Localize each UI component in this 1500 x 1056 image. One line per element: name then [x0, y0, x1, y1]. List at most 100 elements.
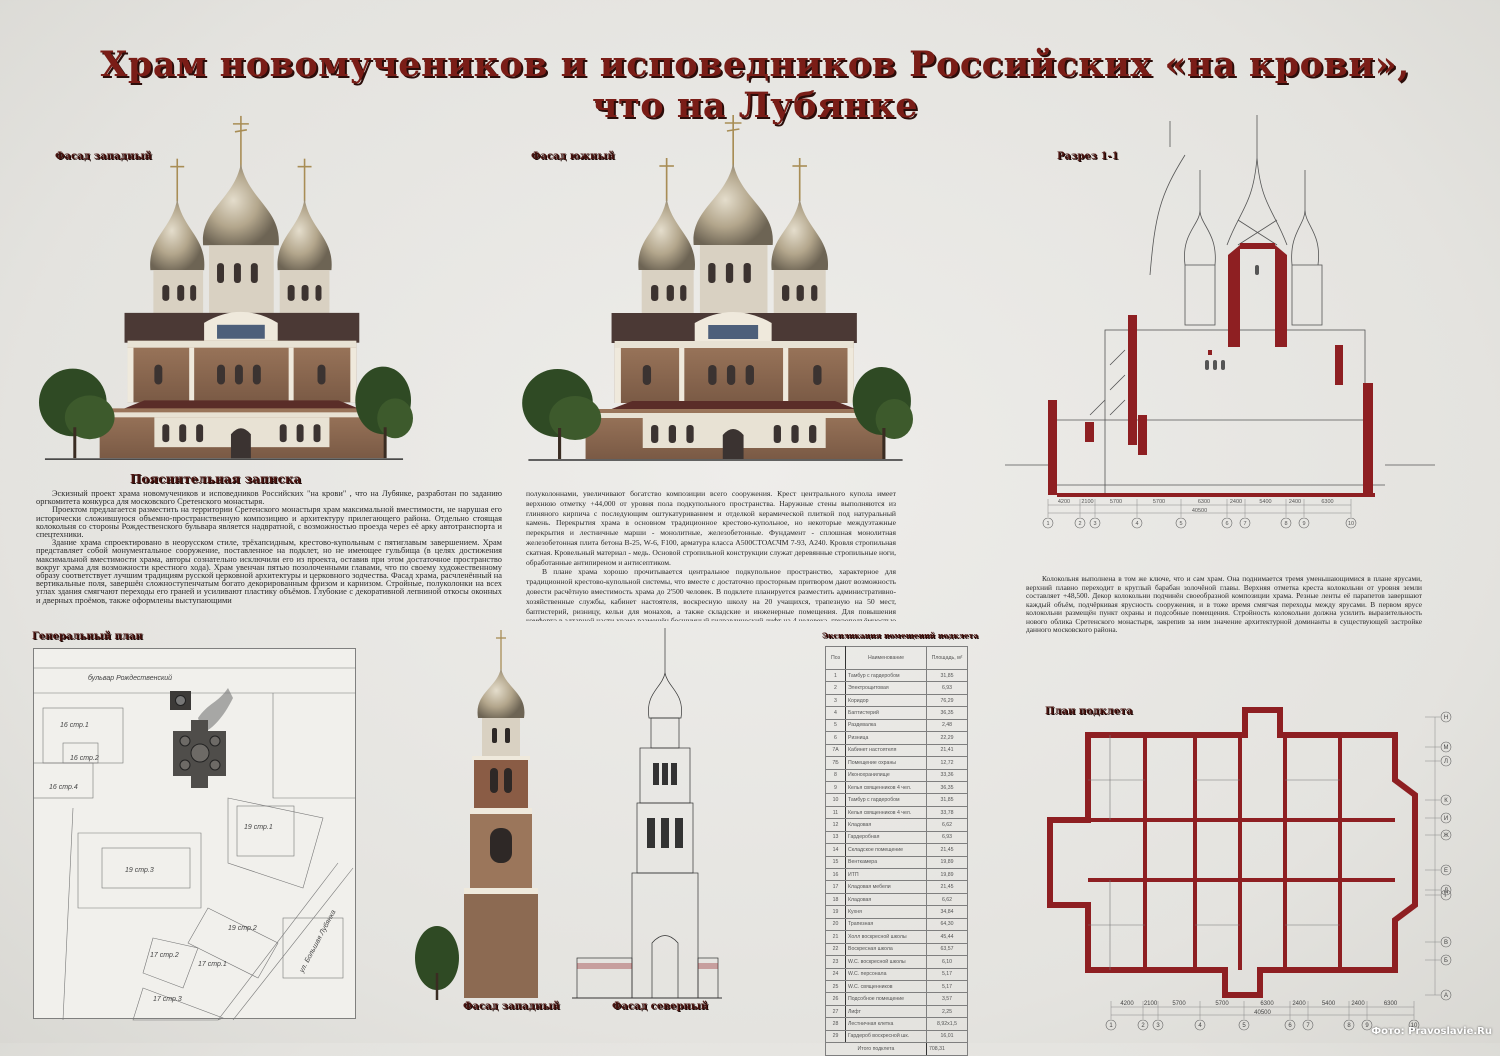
row-position: 28	[825, 1017, 846, 1031]
row-position: 19	[825, 905, 846, 919]
row-name: ИТП	[845, 867, 927, 882]
row-name: Келья священников 4 чел.	[845, 780, 927, 795]
axis-span: 2400	[1292, 1001, 1306, 1007]
axis-span: 4200	[1058, 499, 1070, 505]
row-area: 19,89	[926, 855, 968, 870]
axis-span: 5400	[1322, 1001, 1336, 1007]
axis-bubble	[1440, 889, 1452, 901]
axis-letter: Е	[1444, 868, 1448, 874]
axis-bubble	[1280, 517, 1292, 529]
axis-bubble	[1440, 711, 1452, 723]
row-name: Кладовая мебели	[845, 880, 927, 894]
row-area: 12,72	[926, 756, 968, 770]
building-label: 17 стр.3	[153, 996, 182, 1003]
row-position: 25	[825, 979, 846, 994]
row-area: 33,36	[926, 768, 968, 782]
row-position: 23	[825, 955, 846, 969]
row-position: 15	[825, 855, 846, 870]
axis-number: 4	[1135, 521, 1138, 527]
row-position: 13	[825, 830, 846, 845]
total-value: 708,31	[926, 1042, 968, 1056]
axis-bubble	[1440, 954, 1452, 966]
axis-number: 7	[1306, 1023, 1310, 1029]
row-position: 7А	[825, 743, 846, 758]
row-area: 36,35	[926, 780, 968, 795]
axis-total: 40500	[1192, 508, 1207, 514]
row-area: 6,62	[926, 892, 968, 907]
axis-span: 6300	[1321, 499, 1333, 505]
axis-bubble	[1440, 864, 1452, 876]
note-paragraph: Здание храма спроектировано в неорусском…	[36, 538, 502, 605]
row-area: 6,10	[926, 955, 968, 969]
axis-bubble	[1284, 1019, 1296, 1031]
axis-span: 6300	[1198, 499, 1210, 505]
axis-bubble	[1440, 794, 1452, 806]
row-name: Лестничная клетка	[845, 1017, 927, 1031]
bell-tower-west-colored	[415, 630, 538, 1000]
row-name: Тамбур с гардеробом	[845, 668, 927, 683]
row-area: 45,44	[926, 930, 968, 944]
axis-letter: М	[1444, 745, 1449, 751]
row-area: 16,01	[926, 1029, 968, 1044]
row-position: 12	[825, 818, 846, 832]
row-position: 17	[825, 880, 846, 894]
photo-credit: Фото: Pravoslavie.Ru	[1371, 1026, 1492, 1037]
axis-number: 8	[1347, 1023, 1351, 1029]
row-position: 2	[825, 681, 846, 695]
axis-bubble	[1131, 517, 1143, 529]
site-plan-drawing: бульвар Рождественский 16 стр.1 16 стр.2…	[33, 648, 356, 1021]
row-name: W.C. священников	[845, 979, 927, 994]
note-paragraph: Эскизный проект храма новомучеников и ис…	[36, 490, 502, 507]
axis-bubble	[1361, 1019, 1373, 1031]
row-position: 24	[825, 967, 846, 981]
row-name: Ризница	[845, 731, 927, 745]
row-area: 63,57	[926, 942, 968, 957]
row-name: Гардеробная	[845, 830, 927, 845]
axis-bubble	[1137, 1019, 1149, 1031]
section-drawing: 1420022100357004570056300624007540082400…	[1005, 115, 1435, 529]
building-label: 16 стр.4	[49, 784, 78, 791]
axis-span: 5700	[1110, 499, 1122, 505]
axis-span: 6300	[1260, 1001, 1274, 1007]
axis-letter: Д	[1444, 888, 1448, 894]
building-label: 17 стр.1	[198, 961, 227, 968]
axis-bubble	[1221, 517, 1233, 529]
poster-title: Храм новомучеников и исповедников Россий…	[100, 44, 1410, 126]
row-position: 27	[825, 1004, 846, 1019]
row-position: 1	[825, 668, 846, 683]
axis-bubble	[1440, 989, 1452, 1001]
row-area: 76,29	[926, 693, 968, 708]
note-left-column: Эскизный проект храма новомучеников и ис…	[36, 490, 502, 622]
row-position: 11	[825, 805, 846, 820]
basement-plan-label: План подклета	[1045, 706, 1133, 717]
row-name: Трапезная	[845, 917, 927, 932]
row-name: Кладовая	[845, 818, 927, 832]
axis-letter: А	[1444, 993, 1448, 999]
row-area: 22,29	[926, 731, 968, 745]
note-heading: Пояснительная записка	[130, 472, 302, 486]
row-area: 5,17	[926, 979, 968, 994]
row-name: Кладовая	[845, 892, 927, 907]
axis-letter: Ж	[1443, 833, 1449, 839]
row-area: 34,84	[926, 905, 968, 919]
row-area: 31,85	[926, 668, 968, 683]
column-header: Площадь, м²	[926, 646, 968, 670]
south-facade-drawing	[518, 113, 913, 463]
axis-number: 5	[1242, 1023, 1246, 1029]
